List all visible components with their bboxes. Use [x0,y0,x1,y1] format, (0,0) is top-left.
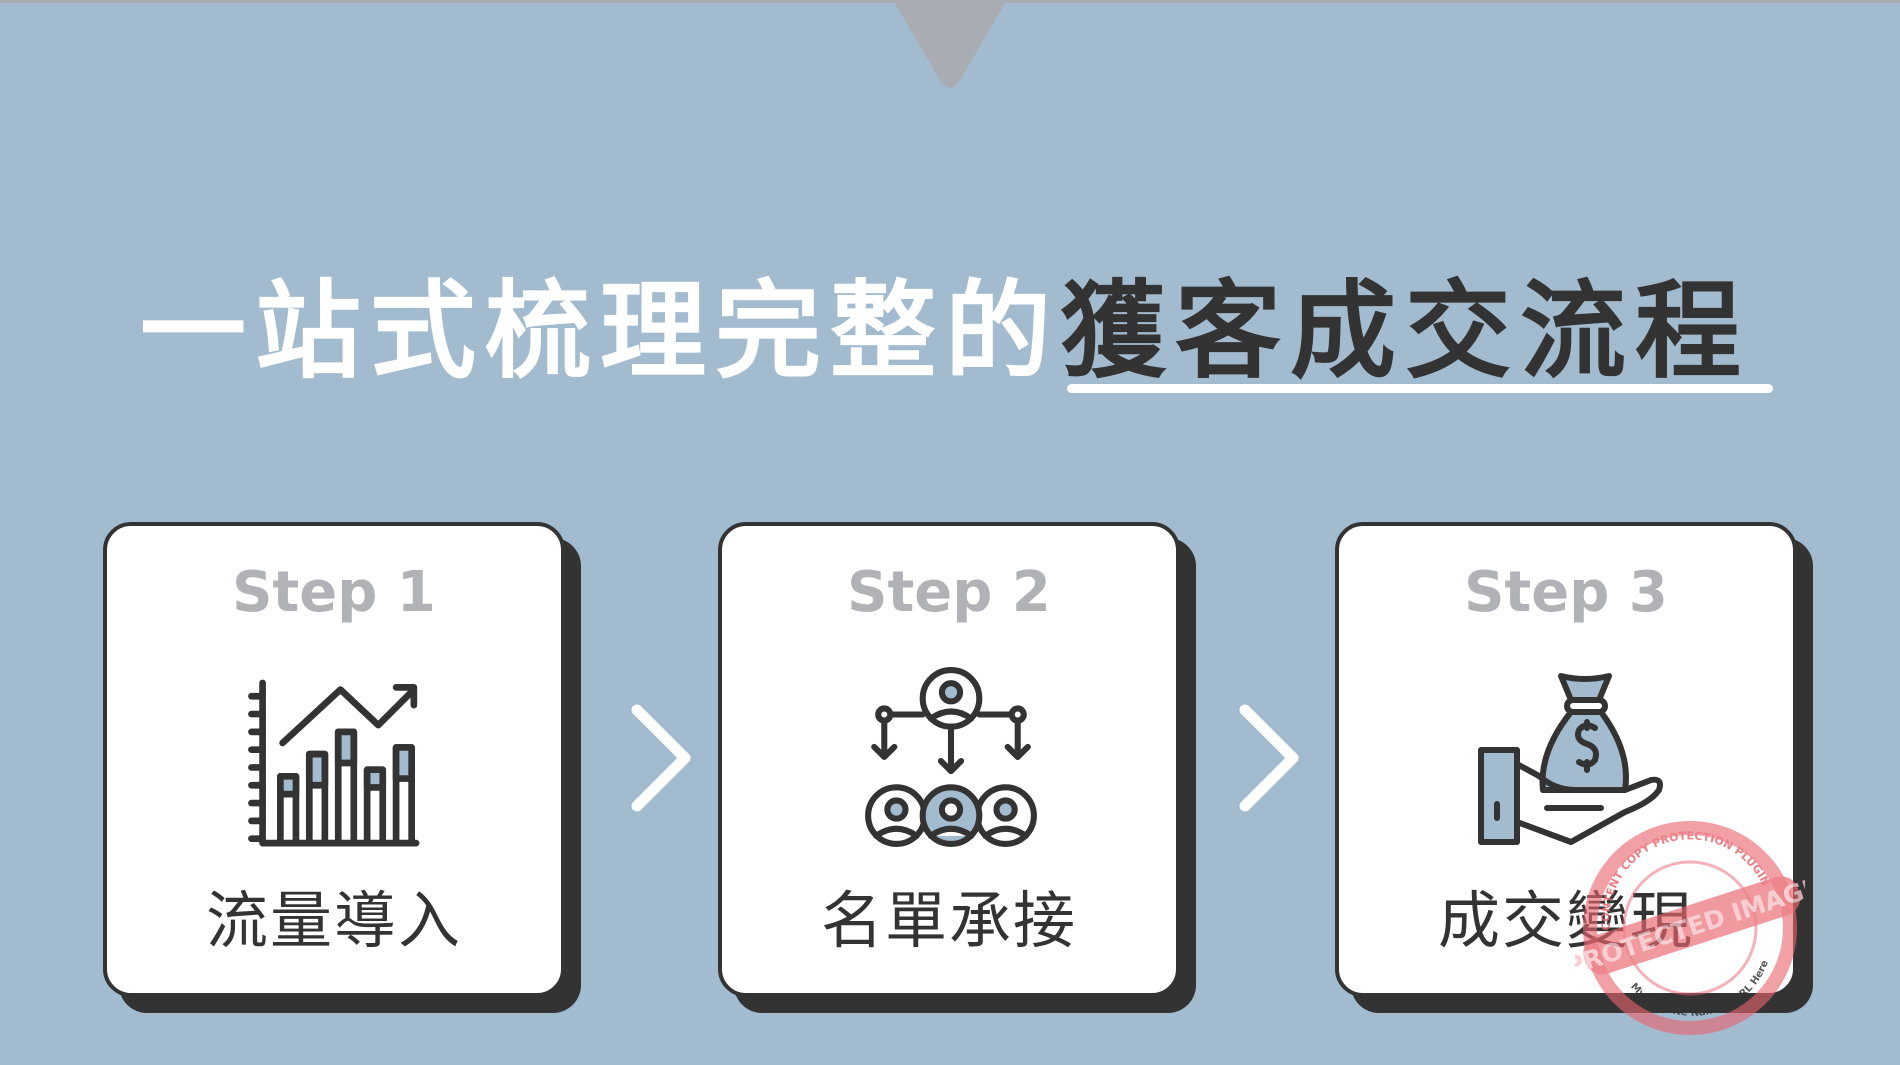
step-card-2: Step 2 名單承接 [718,522,1196,1013]
chevron-right-icon [631,704,691,812]
down-triangle-icon [893,0,1007,88]
card-body: Step 3 成交變現 [1335,522,1797,997]
card-body: Step 2 名單承接 [718,522,1180,997]
step-title: 成交變現 [1437,884,1694,957]
page-title: 一站式梳理完整的獲客成交流程 [140,262,1780,402]
title-light-part: 一站式梳理完整的 [140,270,1060,393]
step-number: Step 3 [1464,560,1668,625]
step-card-1: Step 1 流量導入 [103,522,581,1013]
step-number: Step 2 [847,560,1051,625]
step-card-3: Step 3 成交變現 [1335,522,1813,1013]
chevron-right-icon [1239,704,1299,812]
title-underline [1067,384,1773,393]
bar-chart-trend-icon [248,679,420,847]
people-distribution-icon [865,667,1037,847]
title-highlight-part: 獲客成交流程 [1060,270,1750,393]
card-body: Step 1 流量導入 [103,522,565,997]
step-title: 流量導入 [205,884,462,957]
step-title: 名單承接 [820,884,1077,957]
step-number: Step 1 [232,560,436,625]
hand-money-bag-icon [1478,673,1663,845]
